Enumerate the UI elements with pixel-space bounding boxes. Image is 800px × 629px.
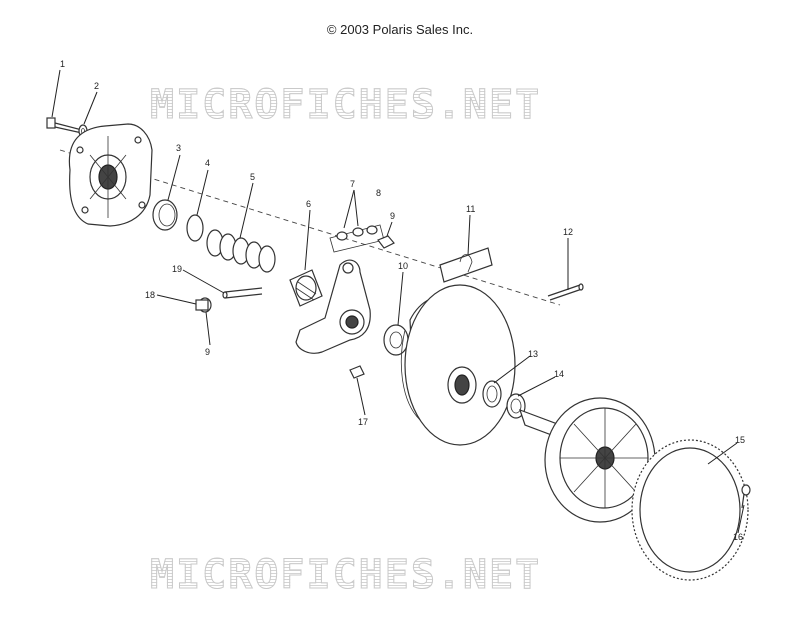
part-6-spring-button	[289, 269, 323, 307]
watermark-bottom: MICROFICHES.NET	[149, 552, 542, 599]
part-7-8-rollers	[329, 224, 385, 253]
callout-11: 11	[466, 204, 475, 214]
part-5-spring	[206, 229, 276, 273]
callout-19: 19	[172, 264, 182, 274]
callout-3: 3	[176, 143, 181, 153]
part-4-snap-ring	[186, 214, 204, 242]
part-15-ring-gear	[631, 439, 749, 581]
part-19-roller-pin	[222, 287, 263, 299]
callout-2: 2	[94, 81, 99, 91]
callout-17: 17	[358, 417, 368, 427]
callout-14: 14	[554, 369, 564, 379]
callout-10: 10	[398, 261, 408, 271]
part-1-bolt	[46, 117, 83, 134]
part-10-washer	[383, 324, 409, 356]
part-13-bushing	[482, 380, 502, 408]
callout-18: 18	[145, 290, 155, 300]
moveable-sheave	[400, 284, 516, 446]
spider-arm	[295, 259, 371, 354]
part-18-pin	[195, 297, 212, 313]
callout-7: 7	[350, 179, 355, 189]
callout-6: 6	[306, 199, 311, 209]
callout-numbers: 1 2 3 4 5 6 7 8 9 10 11 12 13 14 15 16 1…	[60, 59, 745, 542]
part-9-upper-nut	[377, 235, 395, 249]
callout-9-upper: 9	[390, 211, 395, 221]
callout-12: 12	[563, 227, 573, 237]
part-11-shoe	[439, 247, 493, 283]
copyright-text: © 2003 Polaris Sales Inc.	[326, 22, 474, 37]
callout-4: 4	[205, 158, 210, 168]
watermark-top: MICROFICHES.NET	[149, 82, 542, 129]
callout-5: 5	[250, 172, 255, 182]
center-axis	[59, 149, 561, 306]
fixed-sheave	[519, 397, 656, 523]
part-16-screw	[741, 484, 751, 509]
part-12-pin	[547, 283, 584, 301]
callout-8: 8	[376, 188, 381, 198]
callout-15: 15	[735, 435, 745, 445]
leader-lines	[51, 69, 745, 534]
callout-16: 16	[733, 532, 743, 542]
callout-9-lower: 9	[205, 347, 210, 357]
callout-13: 13	[528, 349, 538, 359]
callout-1: 1	[60, 59, 65, 69]
part-3-bushing	[152, 199, 178, 231]
housing-cover	[68, 123, 153, 227]
part-17-nut	[349, 365, 365, 379]
